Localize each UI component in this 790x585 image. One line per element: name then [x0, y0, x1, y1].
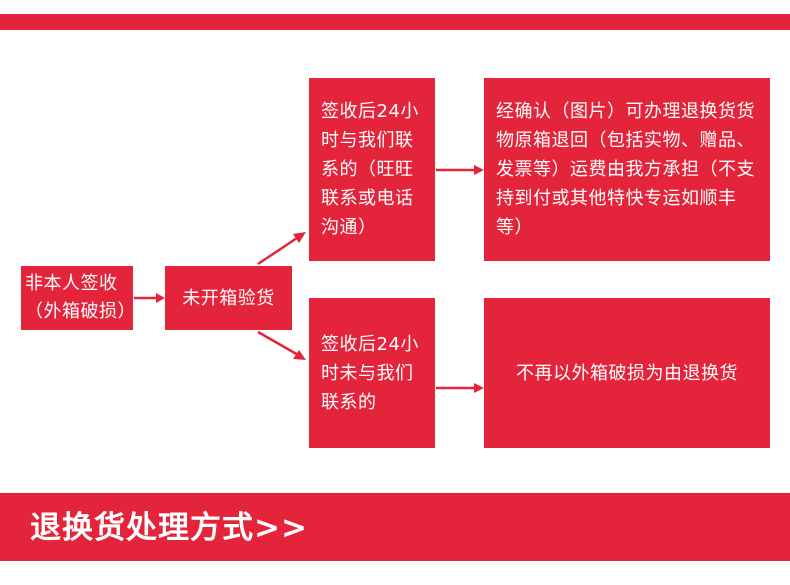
arrowhead-upper-to-result: [474, 165, 484, 175]
flow-step-text: 未开箱验货: [182, 287, 275, 309]
flow-start-box: 非本人签收（外箱破损）: [21, 266, 136, 330]
arrow-step-to-lower: [257, 330, 301, 358]
arrow-step-to-upper: [257, 234, 301, 266]
arrowhead-step-to-upper: [293, 232, 306, 243]
top-banner: [0, 14, 790, 30]
flow-branch-not-contacted-box: 签收后24小时未与我们联系的: [309, 298, 435, 448]
arrowhead-start-to-step: [156, 293, 165, 303]
flow-branch-not-contacted-text: 签收后24小时未与我们联系的: [321, 333, 419, 413]
flow-branch-contacted-text: 签收后24小时与我们联系的（旺旺联系或电话沟通）: [321, 101, 419, 238]
arrowhead-lower-to-result: [474, 383, 484, 393]
footer-banner: [0, 493, 790, 561]
flow-result-contacted-text: 经确认（图片）可办理退换货货物原箱退回（包括实物、赠品、发票等）运费由我方承担（…: [496, 101, 755, 238]
flow-start-text: 非本人签收（外箱破损）: [25, 273, 136, 322]
flow-result-contacted-box: 经确认（图片）可办理退换货货物原箱退回（包括实物、赠品、发票等）运费由我方承担（…: [484, 78, 770, 261]
arrowhead-step-to-lower: [293, 350, 306, 360]
footer-title: 退换货处理方式>>: [30, 510, 308, 546]
flow-result-not-contacted-text: 不再以外箱破损为由退换货: [516, 362, 738, 384]
flow-step-box: 未开箱验货: [165, 266, 292, 330]
flow-branch-contacted-box: 签收后24小时与我们联系的（旺旺联系或电话沟通）: [309, 78, 435, 261]
flow-result-not-contacted-box: 不再以外箱破损为由退换货: [484, 298, 770, 448]
